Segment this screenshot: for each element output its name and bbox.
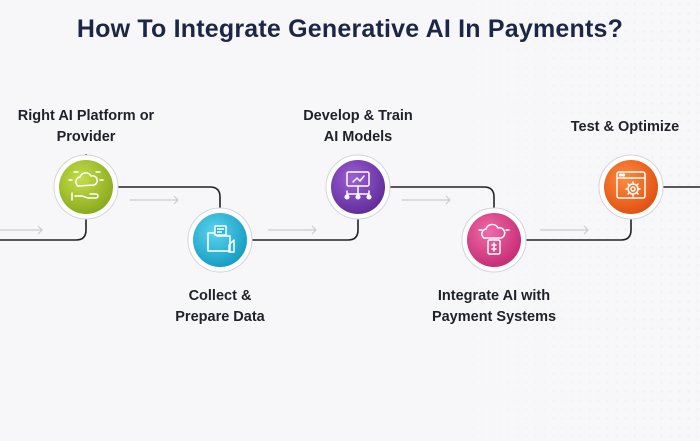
- monitor-network-icon: [344, 171, 372, 200]
- arrow-hints: [0, 195, 589, 235]
- step-2-node: [187, 207, 253, 273]
- browser-gear-icon: [616, 171, 646, 199]
- step-3-label: Develop & Train AI Models: [303, 108, 413, 145]
- step-2-label: Collect & Prepare Data: [175, 288, 265, 325]
- step-1-label: Right AI Platform or Provider: [17, 108, 155, 145]
- page-title: How To Integrate Generative AI In Paymen…: [76, 15, 624, 43]
- cloud-payment-icon: [478, 223, 510, 255]
- step-1-node: [53, 154, 119, 220]
- step-3-node: [325, 154, 391, 220]
- cloud-hand-icon: [68, 171, 104, 201]
- step-4-label: Integrate AI with Payment Systems: [431, 288, 557, 325]
- step-4-node: [461, 207, 527, 273]
- step-5-node: [598, 154, 664, 220]
- step-5-label: Test & Optimize: [570, 119, 680, 135]
- connector-lines: [0, 154, 700, 241]
- folder-document-icon: [207, 225, 235, 253]
